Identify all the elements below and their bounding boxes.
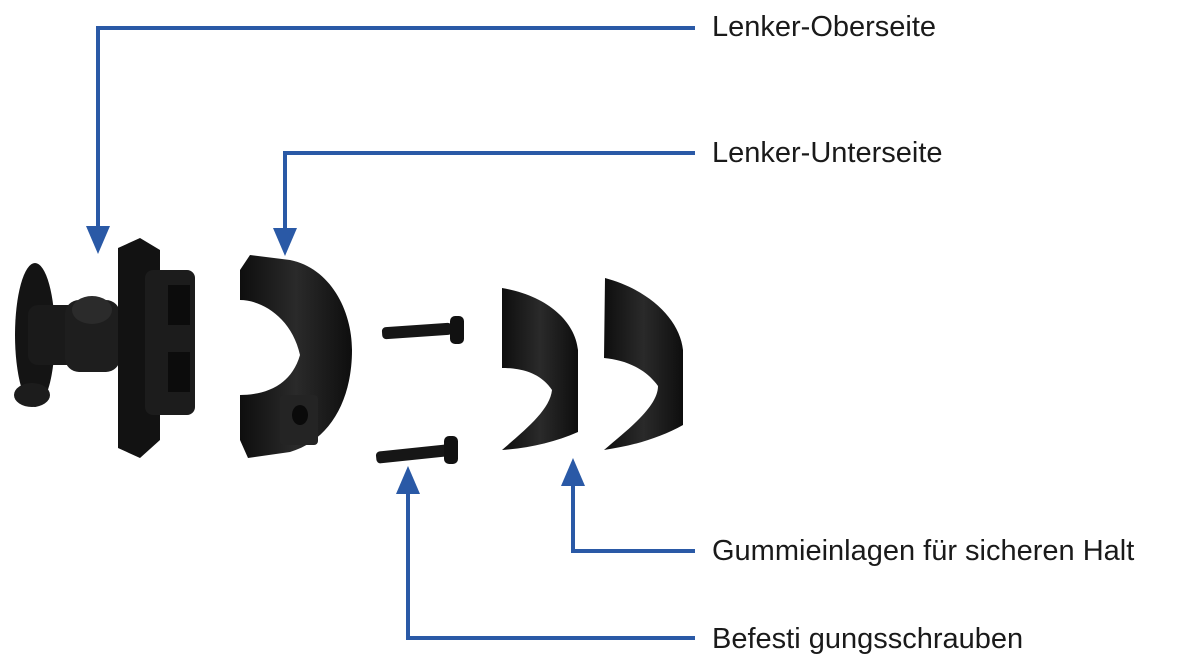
screw-bottom-part — [376, 436, 458, 464]
leader-handlebar-top — [98, 28, 695, 230]
arrow-handlebar-top-icon — [86, 226, 110, 254]
leader-mounting-screws — [408, 490, 695, 638]
mount-head-part — [14, 238, 195, 458]
label-rubber-inserts: Gummieinlagen für sicheren Halt — [712, 537, 1134, 566]
leader-rubber-inserts — [573, 482, 695, 551]
arrow-rubber-inserts-icon — [561, 458, 585, 486]
rubber-insert-right-part — [604, 278, 683, 450]
leader-handlebar-bottom — [285, 153, 695, 232]
rubber-insert-left-part — [502, 288, 578, 450]
label-handlebar-top: Lenker-Oberseite — [712, 13, 936, 42]
screw-top-part — [382, 316, 464, 344]
arrow-handlebar-bottom-icon — [273, 228, 297, 256]
label-handlebar-bottom: Lenker-Unterseite — [712, 139, 943, 168]
lower-clamp-part — [240, 255, 352, 458]
arrow-mounting-screws-icon — [396, 466, 420, 494]
label-mounting-screws: Befesti gungsschrauben — [712, 625, 1023, 654]
